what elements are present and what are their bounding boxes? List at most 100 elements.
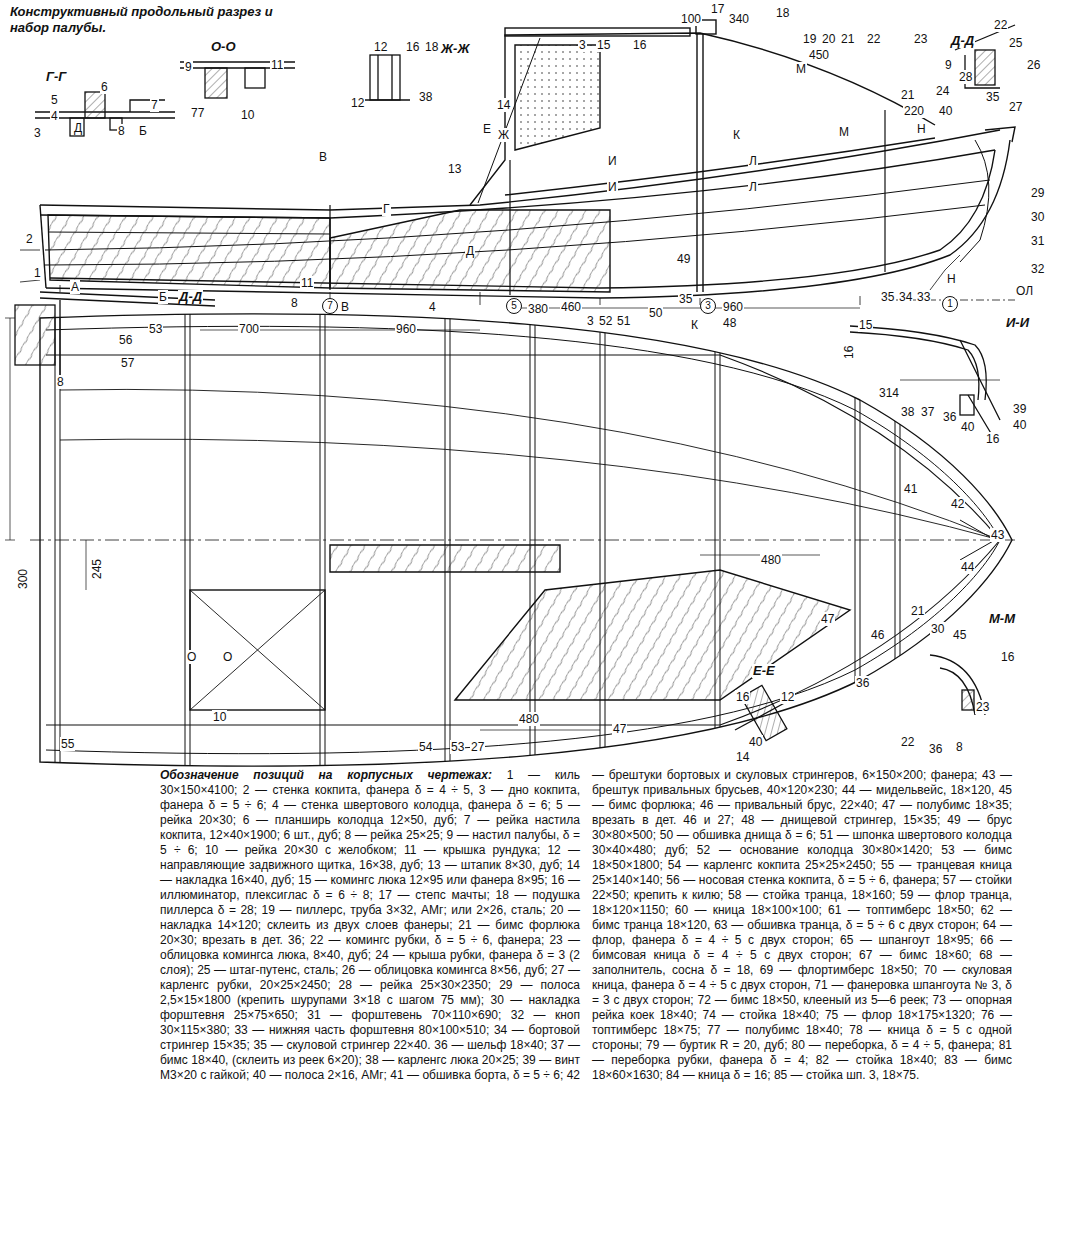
- deck-plan-part: [480, 555, 820, 730]
- callout-number: 6: [100, 80, 109, 94]
- callout-number: 8: [117, 124, 126, 138]
- callout-number: 3: [700, 298, 716, 314]
- profile-view-part: [930, 255, 960, 290]
- callout-number: 46: [870, 628, 885, 642]
- profile-view-part: [45, 180, 990, 250]
- callout-number: 33: [916, 290, 931, 304]
- callout-number: 40: [960, 420, 975, 434]
- section-mark: Е-Е: [752, 664, 776, 678]
- callout-number: 8: [56, 375, 65, 389]
- callout-number: Н: [946, 272, 957, 286]
- section-mark: М-М: [988, 612, 1016, 626]
- section-details: [15, 25, 1015, 741]
- deck-plan-part: [190, 590, 325, 710]
- profile-view-part: [40, 130, 1000, 210]
- callout-number: Б: [138, 124, 148, 138]
- profile-view-part: [40, 150, 995, 218]
- callout-number: 12: [780, 690, 795, 704]
- callout-number: И: [607, 154, 618, 168]
- section-details-part: [960, 340, 1000, 440]
- profile-view-part: [330, 110, 885, 295]
- callout-number: М: [838, 125, 850, 139]
- profile-view-part: [45, 205, 985, 265]
- callout-number: 20: [821, 32, 836, 46]
- callout-number: 11: [270, 58, 284, 72]
- profile-view-part: [46, 140, 1010, 298]
- callout-number: 16: [985, 432, 1000, 446]
- callout-number: 30: [1030, 210, 1045, 224]
- callout-number: 13: [447, 162, 462, 176]
- callout-number: ОЛ: [1015, 284, 1034, 298]
- section-details-part: [245, 68, 265, 88]
- callout-number: 40: [748, 735, 763, 749]
- profile-view-part: [48, 232, 330, 234]
- deck-plan-part-part: [715, 300, 720, 780]
- deck-plan-part: [5, 318, 15, 540]
- callout-number: 340: [728, 12, 750, 26]
- callout-number: 42: [950, 497, 965, 511]
- callout-number: 21: [840, 32, 855, 46]
- callout-number: 3: [586, 314, 595, 328]
- callout-number: 44: [960, 560, 975, 574]
- callout-number: 8: [290, 296, 299, 310]
- callout-number: 53: [148, 322, 163, 336]
- callout-number: К: [732, 128, 741, 142]
- callout-number: О: [186, 650, 197, 664]
- deck-plan-part: [190, 590, 325, 710]
- callout-number: 49: [676, 252, 691, 266]
- callout-number: 32: [1030, 262, 1045, 276]
- callout-number: 314: [878, 386, 900, 400]
- callout-number: М: [795, 62, 807, 76]
- callout-number: 35: [678, 292, 693, 306]
- callout-number: Е: [482, 122, 492, 136]
- profile-view-part: [48, 215, 330, 288]
- deck-plan-part-part: [530, 300, 535, 780]
- callout-number: 35: [985, 90, 1000, 104]
- deck-plan-part: [455, 570, 850, 700]
- section-details-part: [130, 100, 165, 112]
- callout-number: 700: [238, 322, 260, 336]
- callout-number: 17: [710, 2, 725, 16]
- callout-number: 460: [560, 300, 582, 314]
- callout-number: 50: [648, 306, 663, 320]
- callout-number: 450: [808, 48, 830, 62]
- callout-number: Д: [73, 121, 83, 135]
- callout-number: Н: [916, 122, 927, 136]
- callout-number: 55: [60, 737, 75, 751]
- callout-number: 16: [405, 40, 420, 54]
- callout-number: 7: [322, 298, 338, 314]
- callout-number: 23: [913, 32, 928, 46]
- deck-plan-part: [30, 540, 1015, 541]
- callout-number: 4: [50, 109, 59, 123]
- callout-number: 21: [900, 88, 915, 102]
- section-details-part: [85, 92, 105, 118]
- callout-number: 16: [842, 345, 856, 360]
- callout-number: В: [318, 150, 328, 164]
- callout-number: В: [340, 300, 350, 314]
- section-details-part: [900, 380, 1000, 381]
- deck-plan-part: [46, 355, 1000, 540]
- callout-number: 34: [898, 290, 913, 304]
- callout-number: 10: [240, 108, 255, 122]
- parts-list-body: 1 — киль 30×150×4100; 2 — стенка кокпита…: [160, 768, 1012, 1082]
- deck-plan-part-part: [895, 300, 900, 780]
- callout-number: 22: [993, 18, 1008, 32]
- section-details-part: [960, 395, 974, 415]
- callout-number: 47: [612, 722, 627, 736]
- section-details-part: [962, 690, 974, 710]
- callout-number: 48: [722, 316, 737, 330]
- deck-plan-part-part: [855, 300, 860, 780]
- callout-number: 960: [395, 322, 417, 336]
- callout-number: 45: [952, 628, 967, 642]
- callout-number: О: [222, 650, 233, 664]
- callout-number: Л: [748, 180, 758, 194]
- callout-number: Г: [382, 202, 391, 216]
- section-details-part: [70, 118, 84, 136]
- callout-number: 16: [632, 38, 647, 52]
- callout-number: А: [70, 280, 80, 294]
- section-details-part: [975, 50, 995, 85]
- profile-view-part: [505, 138, 935, 195]
- callout-number: 480: [760, 553, 782, 567]
- deck-plan-part-part: [600, 300, 605, 780]
- callout-number: 77: [190, 106, 205, 120]
